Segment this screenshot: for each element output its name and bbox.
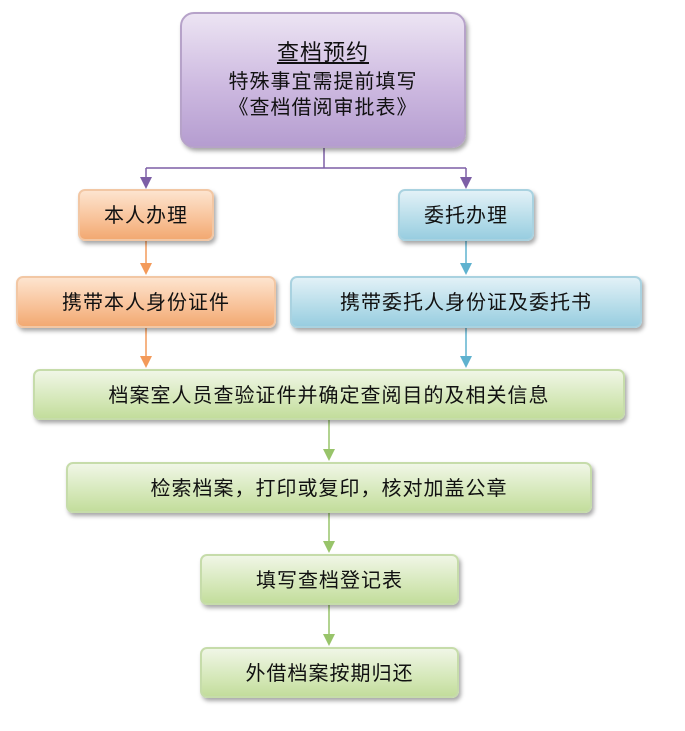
proxy-handle-box: 委托办理 xyxy=(398,189,534,241)
self-handle-label: 本人办理 xyxy=(104,203,188,227)
self-handle-box: 本人办理 xyxy=(78,189,214,241)
proxy-id-label: 携带委托人身份证及委托书 xyxy=(340,290,592,314)
proxy-id-box: 携带委托人身份证及委托书 xyxy=(290,276,642,328)
appointment-note: 特殊事宜需提前填写 xyxy=(228,69,418,94)
retrieve-box: 检索档案，打印或复印，核对加盖公章 xyxy=(66,462,592,513)
appointment-form-name: 《查档借阅审批表》 xyxy=(228,95,418,120)
verify-box: 档案室人员查验证件并确定查阅目的及相关信息 xyxy=(33,369,625,420)
appointment-title: 查档预约 xyxy=(276,40,369,66)
appointment-box: 查档预约 特殊事宜需提前填写 《查档借阅审批表》 xyxy=(180,12,466,148)
proxy-handle-label: 委托办理 xyxy=(424,203,508,227)
self-id-box: 携带本人身份证件 xyxy=(16,276,276,328)
retrieve-label: 检索档案，打印或复印，核对加盖公章 xyxy=(150,475,508,500)
return-label: 外借档案按期归还 xyxy=(245,660,414,685)
verify-label: 档案室人员查验证件并确定查阅目的及相关信息 xyxy=(108,382,550,407)
register-label: 填写查档登记表 xyxy=(256,567,403,592)
self-id-label: 携带本人身份证件 xyxy=(62,290,230,314)
register-box: 填写查档登记表 xyxy=(200,554,459,605)
return-box: 外借档案按期归还 xyxy=(200,647,459,698)
